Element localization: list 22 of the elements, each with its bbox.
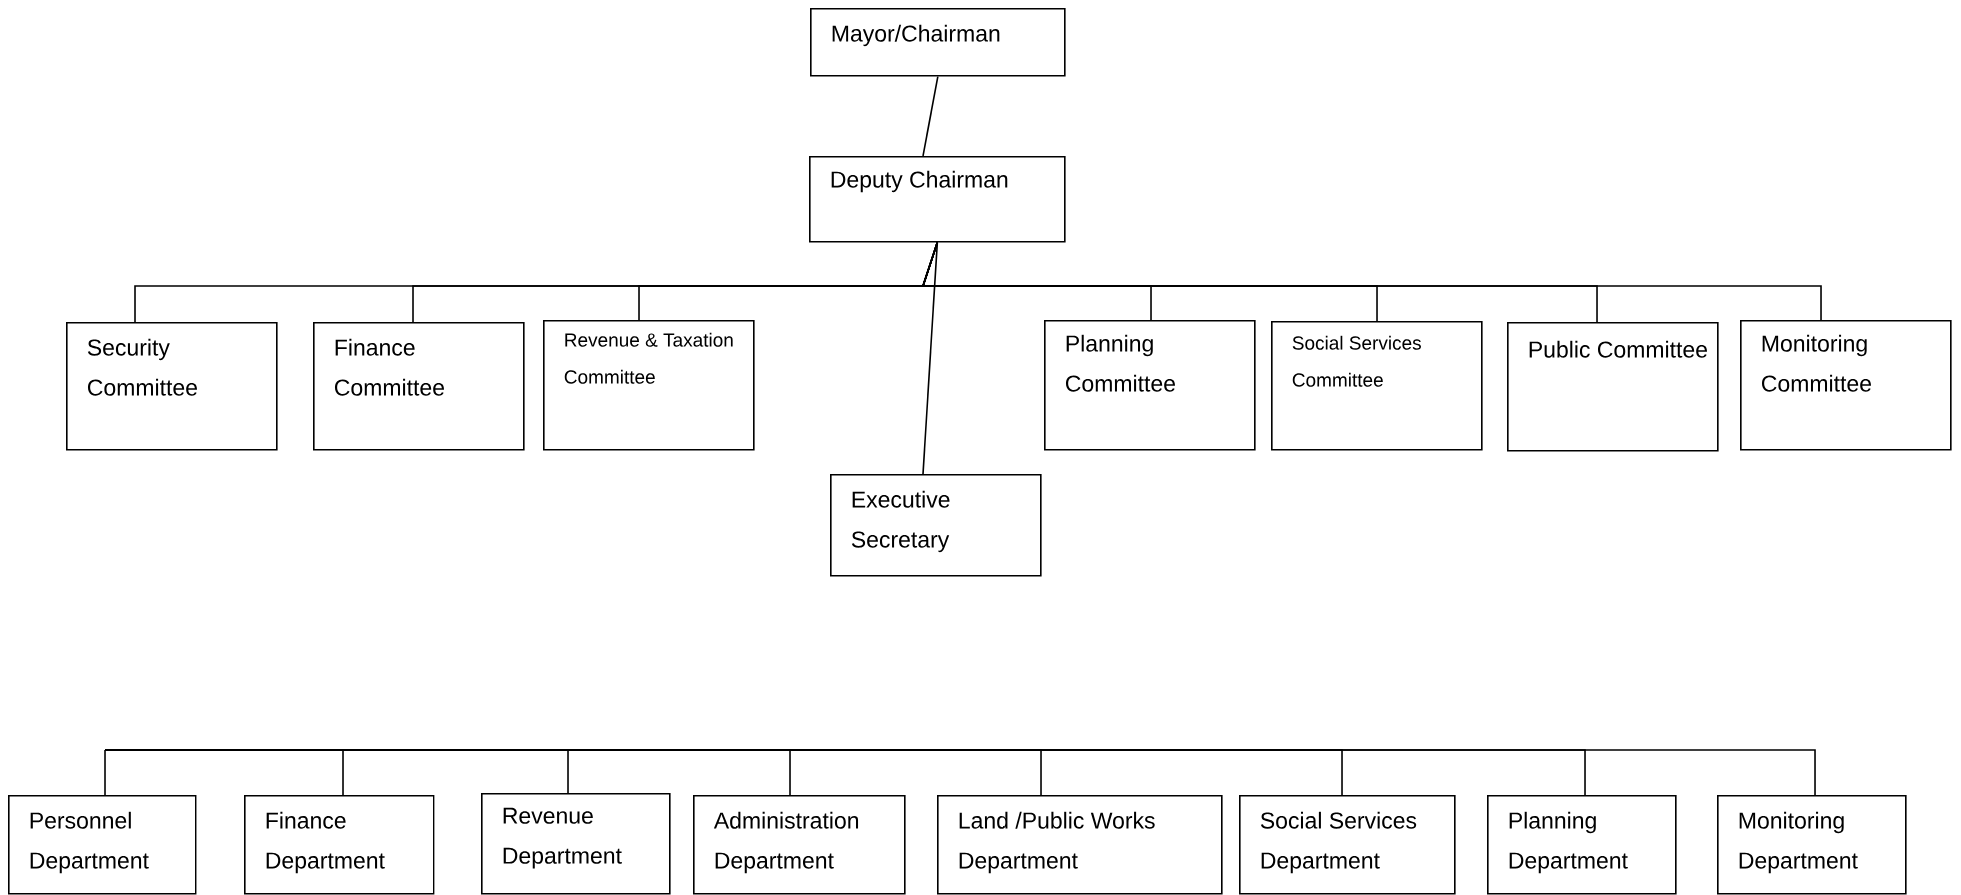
org-box: Finance Department bbox=[244, 795, 435, 895]
org-box: Executive Secretary bbox=[830, 474, 1042, 577]
org-box: Mayor/Chairman bbox=[810, 8, 1066, 77]
connector-line bbox=[922, 241, 939, 475]
connector-line bbox=[921, 241, 1822, 321]
org-box: Planning Department bbox=[1487, 795, 1677, 895]
org-box: Public Committee bbox=[1507, 322, 1719, 452]
org-box: Monitoring Department bbox=[1717, 795, 1907, 895]
org-box: Finance Committee bbox=[313, 322, 525, 451]
org-box: Deputy Chairman bbox=[809, 156, 1066, 243]
org-box: Social Services Committee bbox=[1271, 321, 1483, 451]
org-box: Planning Committee bbox=[1044, 320, 1256, 451]
org-box: Personnel Department bbox=[8, 795, 197, 895]
connector-line bbox=[922, 75, 939, 157]
org-box: Administration Department bbox=[693, 795, 906, 895]
org-box: Monitoring Committee bbox=[1740, 320, 1952, 451]
org-box: Revenue & Taxation Committee bbox=[543, 320, 755, 451]
org-box: Land /Public Works Department bbox=[937, 795, 1223, 895]
connector-line bbox=[104, 749, 106, 796]
org-box: Revenue Department bbox=[481, 793, 671, 895]
org-box: Social Services Department bbox=[1239, 795, 1456, 895]
org-box: Security Committee bbox=[66, 322, 278, 451]
